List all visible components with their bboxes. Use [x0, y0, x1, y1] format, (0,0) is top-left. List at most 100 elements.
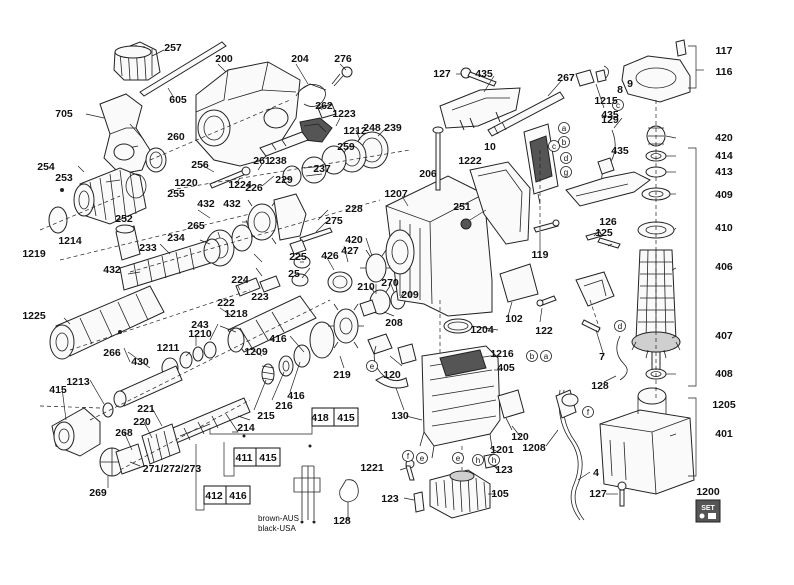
part-number-label: 126	[599, 216, 617, 228]
tube-252-part	[115, 224, 141, 261]
svg-text:e: e	[370, 362, 375, 371]
cable-4-part	[555, 389, 585, 521]
circle-letter-marker: h	[472, 454, 484, 466]
part-number-label: 260	[167, 131, 185, 143]
part-number-label: 257	[164, 42, 182, 54]
brush-holder-120-left	[367, 333, 417, 389]
part-number-label: 276	[334, 53, 352, 65]
depth-stop-holder-part	[99, 93, 151, 175]
part-number-label: 127	[589, 488, 607, 500]
screw-276-part	[331, 66, 353, 87]
part-number-label: 226	[245, 182, 263, 194]
circle-letter-marker: d	[614, 320, 626, 332]
part-number-label: 252	[115, 213, 133, 225]
part-number-label: 410	[715, 222, 733, 234]
part-number-label: 222	[217, 297, 235, 309]
part-number-label: 117	[716, 45, 733, 57]
part-number-label: 414	[715, 150, 733, 162]
part-number-label: 200	[215, 53, 233, 65]
part-number-label: 204	[291, 53, 309, 65]
boxed-labels	[195, 407, 359, 511]
gears-226-cluster	[205, 193, 307, 267]
circle-letter-marker: b	[558, 136, 570, 148]
shaft-261-part	[259, 131, 309, 157]
brackets	[688, 45, 704, 477]
part-number-label: 435	[611, 145, 629, 157]
part-number-label: 251	[453, 201, 471, 213]
svg-text:b: b	[530, 352, 535, 361]
svg-text:c: c	[616, 101, 620, 110]
part-number-label: 430	[131, 356, 149, 368]
leader-lines	[61, 49, 677, 501]
part-number-label: 416	[229, 490, 247, 502]
part-number-label: 122	[535, 325, 553, 337]
pins-224-part	[235, 275, 281, 297]
part-number-label: 401	[715, 428, 733, 440]
part-number-label: 432	[103, 264, 121, 276]
screw-1220-part	[209, 166, 251, 189]
svg-text:h: h	[492, 456, 496, 465]
spring-clip-part	[295, 83, 327, 107]
part-number-label: 254	[37, 161, 55, 173]
gear-ring-cluster	[282, 131, 389, 187]
part-number-label: 1215	[594, 95, 618, 107]
part-number-label: 420	[715, 132, 733, 144]
circle-letter-marker: a	[540, 350, 552, 362]
screw-127-bottom-part	[617, 481, 627, 507]
part-number-label: 270	[381, 277, 399, 289]
svg-text:d: d	[564, 154, 568, 163]
part-number-label: 7	[599, 351, 605, 363]
brush-holder-120-right	[497, 389, 525, 431]
part-number-label: 116	[716, 66, 733, 78]
part-number-label: 229	[275, 174, 293, 186]
part-number-label: 432	[197, 198, 215, 210]
part-number-label: 267	[557, 72, 575, 84]
part-number-label: 123	[495, 464, 513, 476]
part-number-label: 123	[381, 493, 399, 505]
part-number-label: 248	[363, 122, 381, 134]
shaft-267-part	[487, 91, 565, 137]
part-number-label: 223	[251, 291, 269, 303]
part-number-label: 271/272/273	[143, 463, 202, 475]
part-number-label: 1207	[384, 188, 408, 200]
wire-note-brown: brown-AUS	[258, 514, 299, 523]
switch-panel-435	[523, 123, 559, 205]
part-number-label: 214	[237, 422, 255, 434]
small-parts-1215	[575, 65, 609, 87]
part-number-label: 237	[313, 163, 331, 175]
set-icon: SET	[695, 499, 721, 523]
part-number-label: 233	[139, 242, 157, 254]
part-number-label: 412	[205, 490, 223, 502]
brush-bracket-406-part	[575, 271, 615, 307]
screw-119-part	[533, 219, 560, 233]
part-number-label: 1200	[696, 486, 720, 498]
rings-215-part	[261, 344, 311, 385]
part-number-label: 8	[617, 84, 623, 96]
part-number-label: 234	[167, 232, 185, 244]
part-number-label: 268	[115, 427, 133, 439]
circle-letter-marker: h	[488, 454, 500, 466]
part-number-label: 221	[137, 403, 155, 415]
part-number-label: 408	[715, 368, 733, 380]
screw-1221-part	[405, 459, 415, 481]
rings-225-part	[291, 255, 353, 293]
wire-7-part	[581, 319, 601, 333]
striker-430-part	[113, 365, 183, 408]
circle-letter-marker: b	[526, 350, 538, 362]
part-number-label: 9	[627, 78, 633, 90]
small-parts-262	[299, 103, 337, 143]
circle-letter-marker: f	[402, 450, 414, 462]
part-number-label: 705	[55, 108, 73, 120]
part-number-label: 420	[345, 234, 363, 246]
part-number-label: 1204	[470, 324, 494, 336]
wire-128-part	[616, 335, 628, 381]
wire-diagram-part	[293, 465, 359, 520]
handle-435-top	[439, 87, 521, 131]
part-number-label: 128	[333, 515, 351, 527]
part-number-label: 413	[715, 166, 733, 178]
part-number-label: 1212	[343, 125, 367, 137]
chuck-cap-part	[113, 41, 161, 81]
part-number-label: 238	[269, 155, 287, 167]
